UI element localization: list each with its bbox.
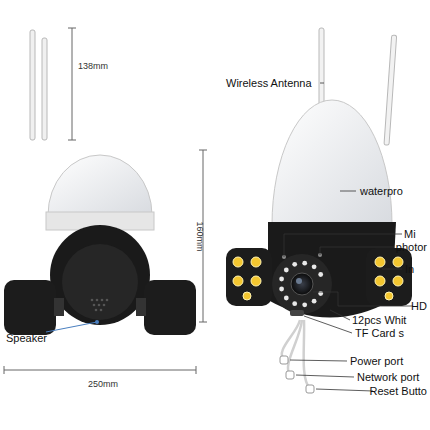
part-label: HD [411, 300, 427, 313]
front-view [4, 28, 207, 374]
part-label: Network port [357, 371, 419, 384]
perspective-view [226, 28, 413, 393]
part-label: Speaker [6, 332, 47, 345]
ir-led [292, 301, 297, 306]
part-label: TF Card s [355, 327, 404, 340]
ir-led [312, 299, 317, 304]
part-label: Reset Butto [370, 385, 427, 398]
ir-led [279, 277, 284, 282]
ir-led [302, 302, 307, 307]
ir-led [279, 287, 284, 292]
part-label: In [405, 263, 414, 276]
ir-led [292, 262, 297, 267]
part-label: photor [396, 241, 427, 254]
ir-led [284, 268, 289, 273]
part-label: waterpro [360, 185, 403, 198]
dimension-label: 138mm [78, 60, 108, 73]
part-label: Mi [404, 228, 416, 241]
part-label: 12pcs Whit [352, 314, 406, 327]
dimension-label: 160mm [193, 221, 206, 251]
ir-led [284, 296, 289, 301]
ir-led [312, 264, 317, 269]
dimension-label: 250mm [88, 378, 118, 391]
part-label: Wireless Antenna [226, 77, 312, 90]
part-label: Power port [350, 355, 403, 368]
ir-led [302, 261, 307, 266]
ir-led [318, 272, 323, 277]
